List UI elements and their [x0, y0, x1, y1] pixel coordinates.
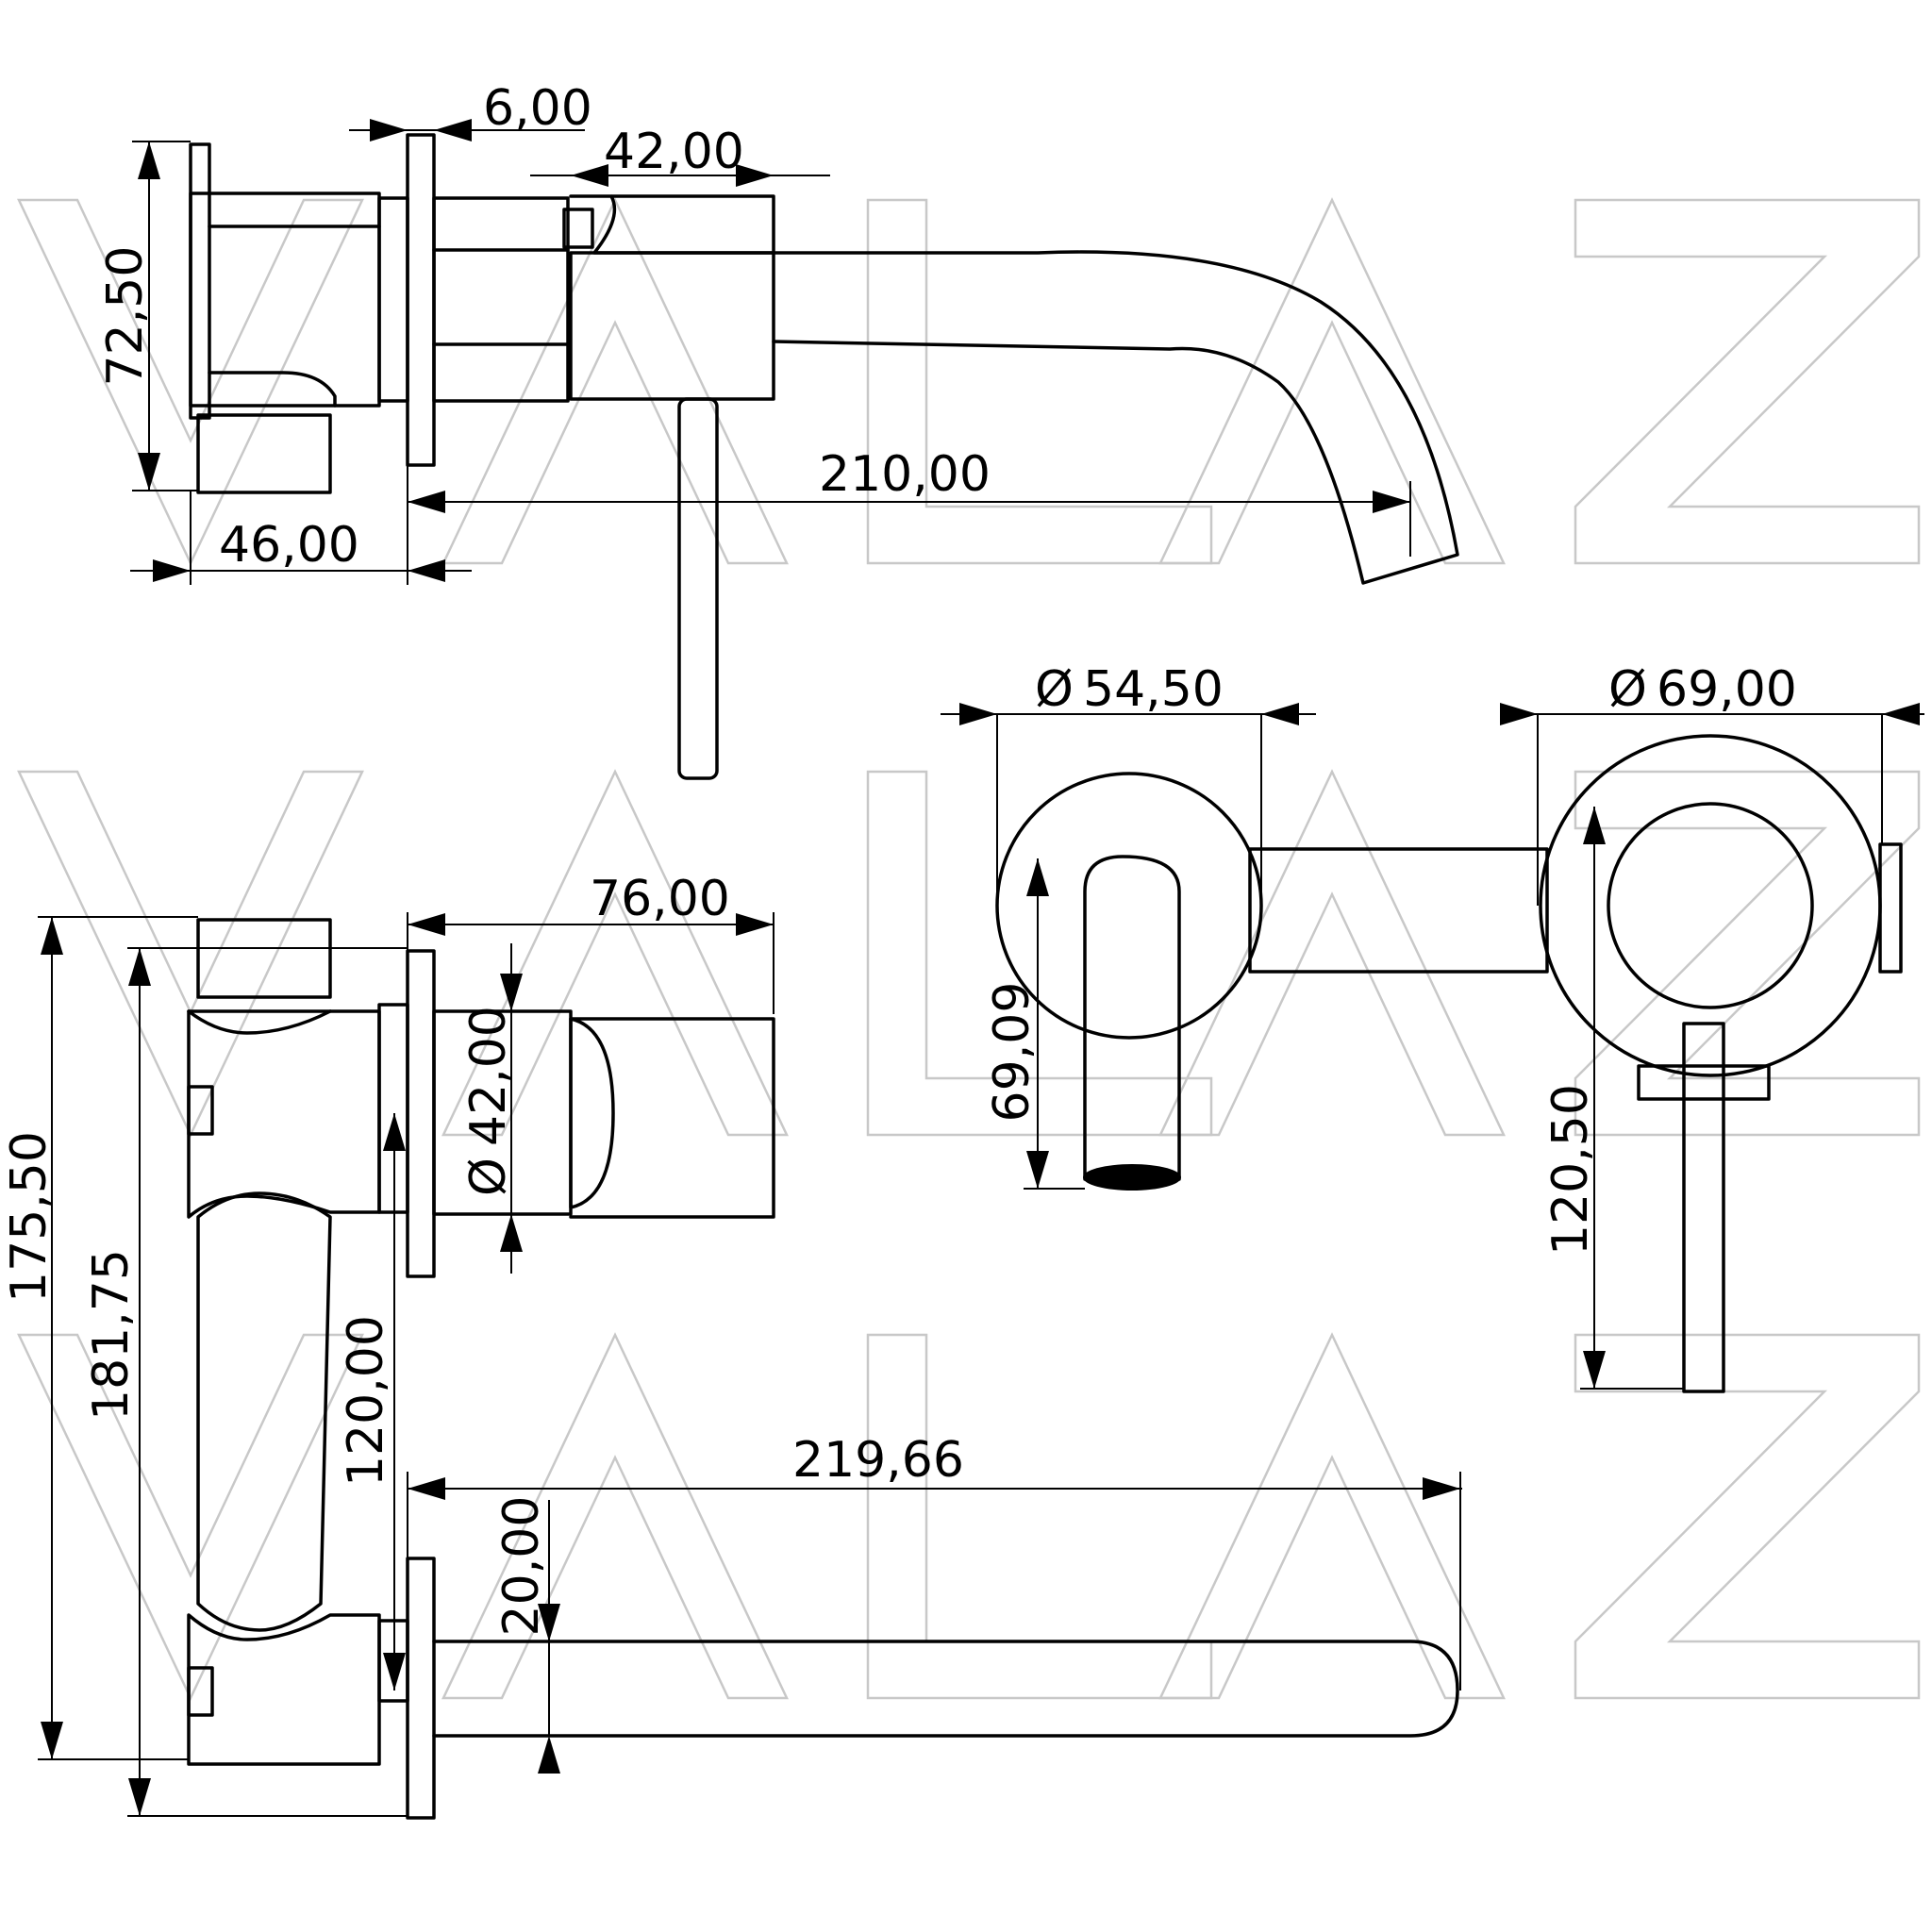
dim-54-5: 54,50	[1083, 661, 1224, 718]
dim-210: 210,00	[819, 446, 991, 503]
collar	[377, 196, 409, 403]
top-port	[196, 918, 332, 999]
upper-curve	[187, 1009, 332, 1035]
spout-base	[432, 196, 570, 403]
dim-72-5: 72,50	[97, 246, 154, 387]
lever-front	[1682, 1022, 1725, 1393]
dim-54-5-symbol: Ø	[1035, 661, 1074, 718]
spout-nut	[562, 208, 594, 249]
dim-76: 76,00	[590, 871, 730, 927]
side-stub	[1878, 842, 1903, 974]
lower-port	[187, 1666, 214, 1717]
top-view: 6,00 42,00 72,50 210,00 46,00	[97, 80, 1459, 780]
spout-outlet	[1083, 1164, 1181, 1191]
lever-collar	[1637, 1064, 1771, 1101]
lower-wall-plate	[406, 1557, 436, 1820]
front-view: Ø 54,50 Ø 69,00 69,09 120,50	[941, 661, 1924, 1393]
body-back-plate	[189, 142, 211, 420]
dim-6: 6,00	[483, 80, 592, 137]
handle-body	[569, 1017, 775, 1219]
dim-69: 69,00	[1657, 661, 1797, 718]
dim-219-66: 219,66	[792, 1432, 964, 1489]
wall-plate	[406, 133, 436, 467]
body-lower-box	[196, 413, 332, 494]
dim-120-5: 120,50	[1542, 1084, 1599, 1256]
upper-block	[187, 1009, 381, 1219]
upper-port	[187, 1085, 214, 1136]
dim-42-dia-symbol: Ø	[460, 1158, 517, 1196]
side-view: 76,00 Ø 42,00 175,50 181,75 120,00 219,6…	[1, 871, 1462, 1820]
handle-housing	[569, 251, 775, 401]
dim-181-75: 181,75	[83, 1249, 140, 1421]
spout-curve	[772, 250, 1459, 585]
handle-cap	[569, 194, 775, 255]
dim-20: 20,00	[493, 1496, 550, 1637]
lower-block	[187, 1613, 381, 1766]
connecting-body	[1248, 847, 1549, 974]
spout-side	[432, 1640, 1459, 1738]
watermark-row-2	[17, 770, 1921, 1137]
middle-body	[196, 1191, 332, 1632]
spout-base-lines	[432, 248, 570, 346]
dim-69-symbol: Ø	[1608, 661, 1647, 718]
dim-69-09: 69,09	[984, 982, 1041, 1123]
handle-dome	[569, 1017, 615, 1209]
upper-wall-plate	[406, 949, 436, 1278]
lever	[677, 397, 719, 780]
spout-front	[1083, 855, 1181, 1181]
dim-120: 120,00	[338, 1315, 394, 1487]
dim-46: 46,00	[219, 517, 359, 574]
dim-42: 42,00	[604, 124, 744, 180]
dim-175-5: 175,50	[1, 1131, 58, 1303]
dim-42-dia: 42,00	[460, 1006, 517, 1146]
body-detail	[208, 225, 381, 408]
valve-cap	[1607, 802, 1814, 1009]
